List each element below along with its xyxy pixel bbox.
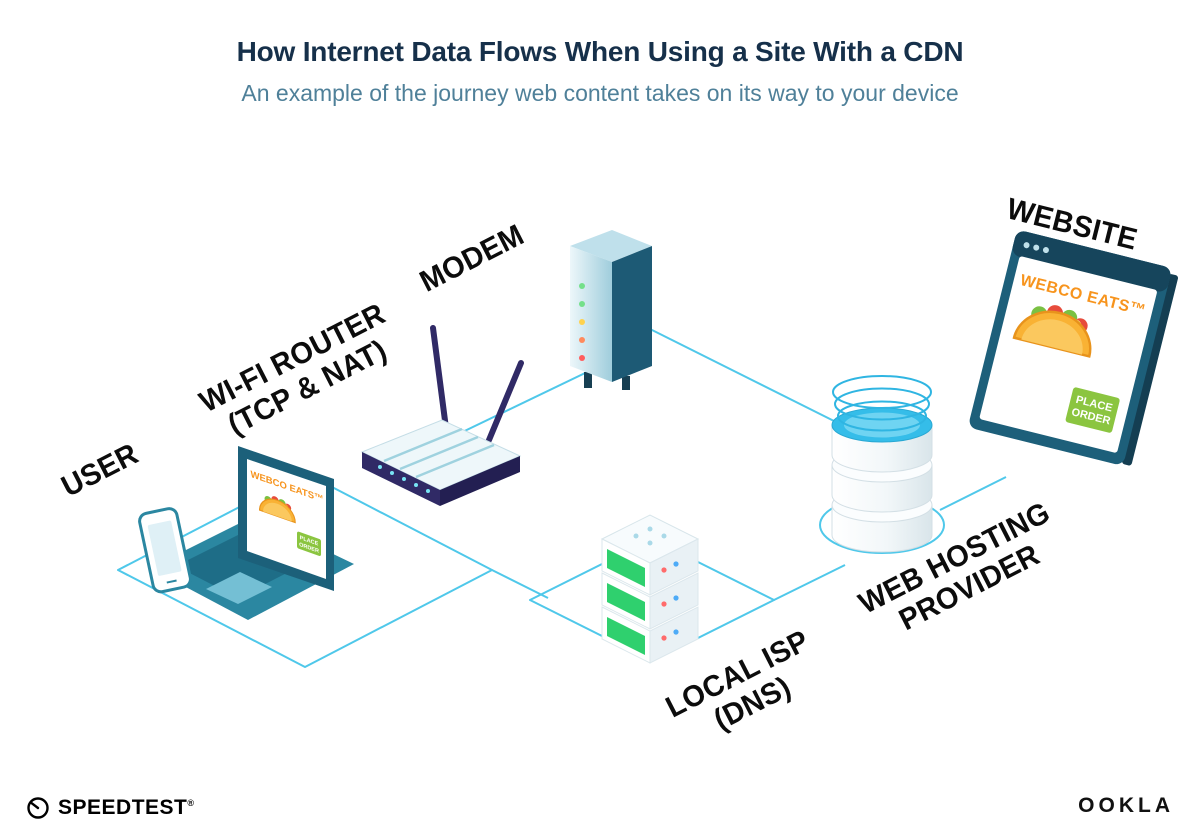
router-leds (378, 465, 430, 493)
browser-titlebar (1012, 231, 1171, 292)
ookla-logo: OOKLA (1078, 794, 1174, 817)
server-drawer-right (649, 606, 699, 664)
website-browser: WEBCO EATS™ PLACE ORDER (969, 231, 1179, 466)
phone-device (138, 507, 192, 594)
speedtest-wordmark: SPEEDTEST® (58, 796, 195, 820)
page-subtitle: An example of the journey web content ta… (241, 80, 959, 106)
isp-hosting-line (773, 564, 846, 601)
router-antenna-left (430, 325, 450, 439)
modem-foot-left (584, 372, 592, 388)
modem-leds (579, 283, 585, 361)
browser-side-edge (1122, 274, 1179, 466)
speedtest-logo: SPEEDTEST® (26, 796, 195, 820)
server-drawer-right (649, 538, 699, 596)
header: How Internet Data Flows When Using a Sit… (0, 36, 1200, 107)
hosting-website-line (939, 476, 1007, 511)
server-drawer-panel (607, 549, 645, 587)
laptop-trackpad (206, 572, 272, 604)
speedtest-gauge-icon (27, 797, 49, 819)
hosting-rings (832, 375, 932, 432)
laptop-isp-line (491, 569, 549, 599)
hosting-db-device (831, 375, 933, 553)
server-top-dots (633, 526, 667, 546)
laptop-place-order-button (297, 531, 321, 556)
modem-front (570, 246, 612, 382)
router-antenna-right (486, 360, 524, 443)
phone-home-bar (166, 579, 177, 584)
speedtest-registered-mark: ® (187, 798, 195, 808)
server-drawer-panel (607, 617, 645, 655)
server-drawer-right (649, 572, 699, 630)
router-front-left (362, 452, 440, 506)
isp-server-device (600, 514, 700, 664)
modem-foot-right (622, 376, 630, 390)
browser-titlebar-dots (1023, 242, 1049, 254)
page-title: How Internet Data Flows When Using a Sit… (236, 36, 964, 67)
server-drawer-panel (607, 583, 645, 621)
modem-hosting-line (647, 327, 853, 431)
router-front-right (440, 456, 520, 506)
router-modem-line (449, 361, 609, 439)
modem-top (570, 230, 652, 262)
modem-device (570, 230, 652, 390)
laptop-device: WEBCO EATS™ PLACE ORDER (150, 446, 354, 620)
phone-screen (147, 520, 182, 576)
speedtest-text: SPEEDTEST (58, 796, 188, 819)
router-grooves (383, 427, 495, 479)
router-device (360, 325, 524, 506)
place-order-button (1063, 385, 1122, 435)
modem-side (612, 246, 652, 382)
